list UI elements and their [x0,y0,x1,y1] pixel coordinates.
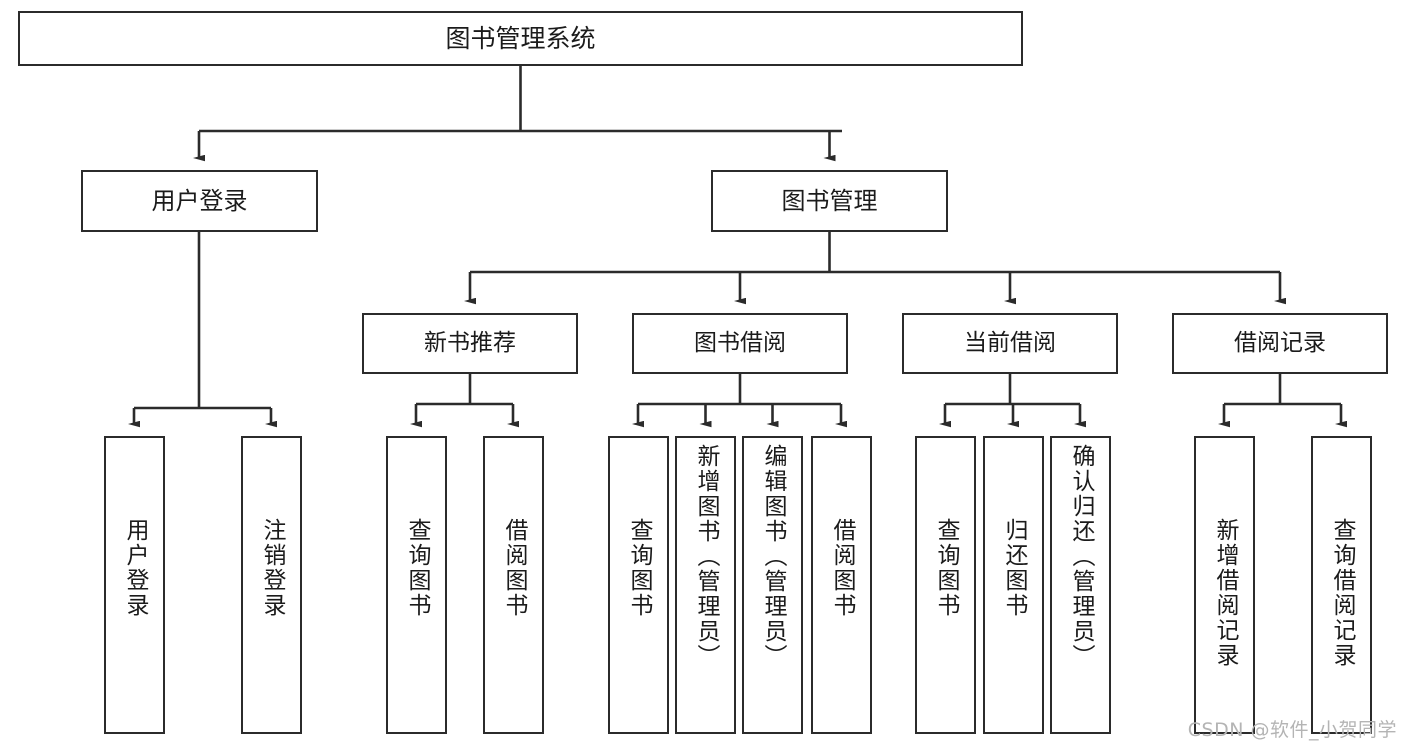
leaf-add-book-admin-label: 新增图书（管理员） [693,444,719,669]
leaf-confirm-return-admin-label: 确认归还（管理员） [1068,444,1094,669]
leaf-query-books-newbook-label: 查询图书 [404,518,430,618]
leaf-query-borrow-record-label: 查询借阅记录 [1329,518,1355,668]
leaf-add-borrow-record-label: 新增借阅记录 [1212,518,1238,668]
node-user-login-label: 用户登录 [151,186,248,215]
leaf-query-borrow-record[interactable]: 查询借阅记录 [1311,436,1372,734]
leaf-edit-book-admin-label: 编辑图书（管理员） [760,444,786,669]
node-root-book-management-system[interactable]: 图书管理系统 [18,11,1023,66]
leaf-query-books-current-label: 查询图书 [933,518,959,618]
node-book-management[interactable]: 图书管理 [711,170,948,232]
node-new-book-recommendation[interactable]: 新书推荐 [362,313,578,374]
node-borrowing-records[interactable]: 借阅记录 [1172,313,1388,374]
leaf-user-login-label: 用户登录 [122,518,148,618]
node-borrowing-records-label: 借阅记录 [1234,329,1326,356]
leaf-return-books[interactable]: 归还图书 [983,436,1044,734]
leaf-user-login[interactable]: 用户登录 [104,436,165,734]
leaf-add-borrow-record[interactable]: 新增借阅记录 [1194,436,1255,734]
leaf-add-book-admin[interactable]: 新增图书（管理员） [675,436,736,734]
leaf-borrow-books-newbook-label: 借阅图书 [501,518,527,618]
leaf-borrow-books-newbook[interactable]: 借阅图书 [483,436,544,734]
leaf-confirm-return-admin[interactable]: 确认归还（管理员） [1050,436,1111,734]
node-new-book-recommendation-label: 新书推荐 [424,329,516,356]
node-current-borrowing-label: 当前借阅 [964,329,1056,356]
node-user-login[interactable]: 用户登录 [81,170,318,232]
leaf-logout[interactable]: 注销登录 [241,436,302,734]
leaf-return-books-label: 归还图书 [1001,518,1027,618]
leaf-logout-label: 注销登录 [259,518,285,618]
node-current-borrowing[interactable]: 当前借阅 [902,313,1118,374]
leaf-query-books-borrow[interactable]: 查询图书 [608,436,669,734]
leaf-edit-book-admin[interactable]: 编辑图书（管理员） [742,436,803,734]
leaf-borrow-books-borrow-label: 借阅图书 [829,518,855,618]
leaf-query-books-newbook[interactable]: 查询图书 [386,436,447,734]
leaf-query-books-borrow-label: 查询图书 [626,518,652,618]
node-book-management-label: 图书管理 [781,186,878,215]
csdn-watermark: CSDN @软件_小贺同学 [1187,719,1397,741]
leaf-borrow-books-borrow[interactable]: 借阅图书 [811,436,872,734]
node-book-borrowing-label: 图书借阅 [694,329,786,356]
node-book-borrowing[interactable]: 图书借阅 [632,313,848,374]
node-root-label: 图书管理系统 [445,23,596,53]
leaf-query-books-current[interactable]: 查询图书 [915,436,976,734]
